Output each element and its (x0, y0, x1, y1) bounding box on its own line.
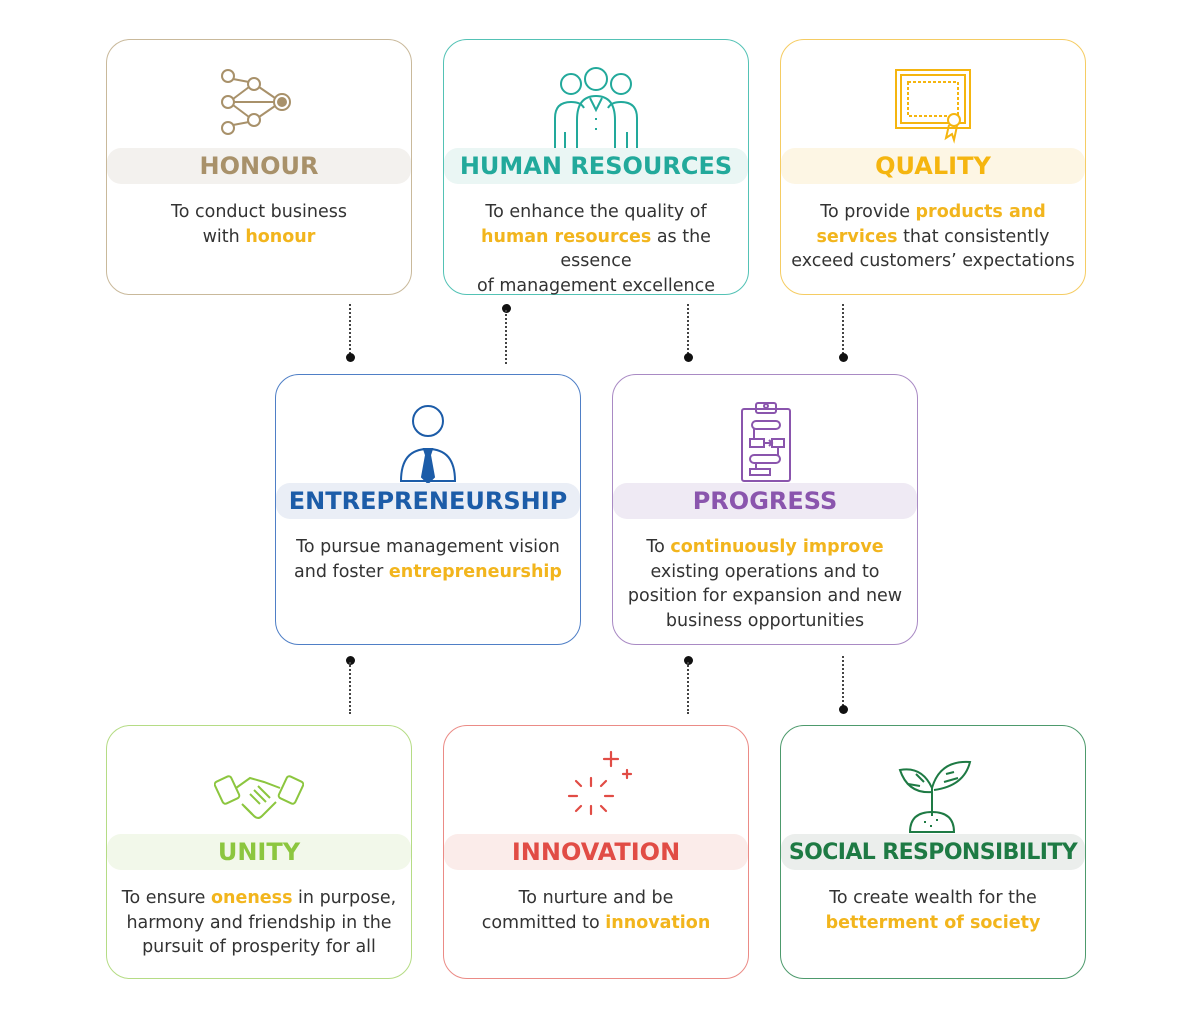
card-title: INNOVATION (511, 838, 681, 866)
highlight-text: products and (915, 202, 1046, 222)
card-innovation: INNOVATION To nurture and be committed to… (443, 725, 749, 979)
description-text: To conduct business (171, 202, 347, 222)
highlight-text: honour (245, 226, 316, 247)
card-title: PROGRESS (692, 487, 838, 515)
highlight-text: human resources (481, 226, 652, 247)
highlight-text: entrepreneurship (388, 561, 562, 582)
card-human-resources: HUMAN RESOURCES To enhance the quality o… (443, 39, 749, 298)
title-band: QUALITY (781, 148, 1085, 184)
description-text: exceed customers’ expectations (791, 251, 1075, 271)
card-title: SOCIAL RESPONSIBILITY (788, 839, 1078, 865)
description-text: as the essence (560, 226, 711, 272)
sparkle-burst-icon (551, 748, 641, 838)
card-unity: UNITY To ensure oneness in purpose, harmo… (106, 725, 412, 979)
title-band: UNITY (107, 834, 411, 870)
highlight-text: services (816, 226, 898, 247)
card-quality: QUALITY To provide products and services … (780, 39, 1086, 295)
card-honour: HONOUR To conduct business with honour (106, 39, 412, 295)
title-band: SOCIAL RESPONSIBILITY (781, 834, 1085, 870)
card-title: HUMAN RESOURCES (459, 152, 733, 180)
people-group-icon (551, 62, 641, 152)
connector-dot (501, 304, 511, 313)
card-description: To conduct business with honour (113, 200, 405, 249)
card-progress: PROGRESS To continuously improve existing… (612, 374, 918, 645)
handshake-icon (214, 748, 304, 838)
title-band: INNOVATION (444, 834, 748, 870)
highlight-text: continuously improve (670, 537, 884, 557)
description-text: To enhance the quality of (485, 202, 707, 222)
description-text: in purpose, (292, 888, 397, 908)
description-text: To ensure (121, 888, 211, 908)
description-text: To pursue management vision (296, 537, 560, 557)
description-text: and foster (294, 561, 389, 582)
connector-dot (683, 353, 693, 362)
card-description: To continuously improve existing operatio… (619, 535, 911, 633)
connector-dot (838, 705, 848, 714)
certificate-icon (888, 62, 978, 152)
businessman-icon (383, 397, 473, 487)
highlight-text: oneness (210, 888, 293, 908)
highlight-text: betterment of society (825, 912, 1041, 933)
card-description: To provide products and services that con… (787, 200, 1079, 274)
network-nodes-icon (214, 62, 304, 152)
description-text: with (202, 226, 246, 247)
card-social-responsibility: SOCIAL RESPONSIBILITY To create wealth f… (780, 725, 1086, 979)
connector-dot (838, 353, 848, 362)
card-title: ENTREPRENEURSHIP (288, 487, 568, 515)
description-text: To (646, 537, 671, 557)
title-band: HUMAN RESOURCES (444, 148, 748, 184)
description-text: existing operations and to (650, 561, 880, 582)
description-text: pursuit of prosperity for all (142, 937, 376, 957)
card-description: To create wealth for the betterment of so… (787, 886, 1079, 935)
connector-dot (345, 656, 355, 665)
card-description: To enhance the quality of human resources… (450, 200, 742, 298)
description-text: that consistently (897, 226, 1050, 247)
description-text: To create wealth for the (829, 888, 1037, 908)
card-description: To ensure oneness in purpose, harmony and… (113, 886, 405, 960)
description-text: business opportunities (665, 610, 865, 631)
connector-dot (345, 353, 355, 362)
title-band: PROGRESS (613, 483, 917, 519)
description-text: harmony and friendship in the (126, 912, 392, 933)
description-text: position for expansion and new (627, 586, 903, 606)
card-title: HONOUR (199, 152, 319, 180)
connector-dot (683, 656, 693, 665)
description-text: To nurture and be (518, 888, 674, 908)
clipboard-flowchart-icon (720, 397, 810, 487)
title-band: ENTREPRENEURSHIP (276, 483, 580, 519)
card-description: To pursue management vision and foster en… (282, 535, 574, 584)
title-band: HONOUR (107, 148, 411, 184)
description-text: of management excellence (476, 275, 716, 296)
highlight-text: innovation (605, 912, 711, 933)
card-title: UNITY (217, 838, 301, 866)
card-description: To nurture and be committed to innovation (450, 886, 742, 935)
description-text: To provide (820, 202, 916, 222)
card-entrepreneurship: ENTREPRENEURSHIP To pursue management vi… (275, 374, 581, 645)
description-text: committed to (481, 912, 606, 933)
card-title: QUALITY (875, 152, 991, 180)
seedling-icon (888, 748, 978, 838)
